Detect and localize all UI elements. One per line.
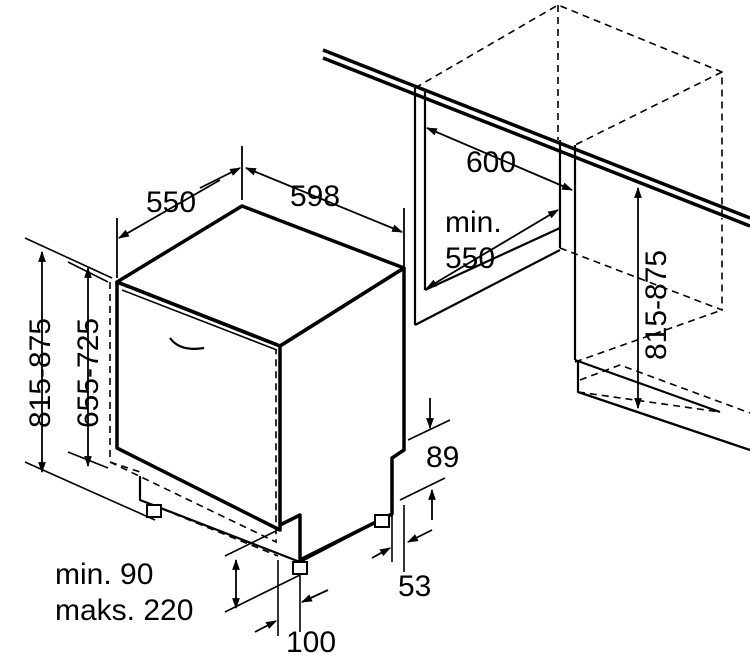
foot-front-right (292, 561, 308, 575)
foot-front-left (146, 504, 162, 518)
height-extension-bottom (24, 461, 156, 521)
label-plinth-depth: 100 (286, 626, 336, 659)
label-total-height: 815-875 (24, 318, 57, 428)
label-width: 598 (290, 180, 340, 213)
label-plinth-height-line2: maks. 220 (55, 594, 193, 627)
toe-kick-step (391, 449, 405, 459)
label-toe-kick-depth: 53 (398, 570, 431, 603)
niche-floor-dashed (579, 364, 750, 414)
height-extension-top (24, 237, 113, 279)
plinth-depth-arrow-left (254, 620, 277, 633)
label-toe-kick-height: 89 (426, 441, 459, 474)
dishwasher (109, 204, 406, 575)
niche-depth-dimension-line (426, 209, 559, 289)
label-niche-depth-value: 550 (445, 242, 495, 275)
depth-dimension-line-2 (199, 167, 241, 189)
toe-kick-extension-top (407, 419, 451, 441)
niche-right-base (576, 360, 750, 452)
label-niche-width: 600 (466, 146, 516, 179)
kitchen-niche (322, 4, 750, 452)
plinth (138, 476, 301, 564)
depth-dimension-line (118, 179, 221, 239)
toe-kick-depth-arrow-left (371, 547, 391, 559)
plinth-depth-arrow-right (301, 589, 329, 603)
dishwasher-front (115, 280, 282, 532)
label-niche-height: 815-875 (640, 250, 673, 360)
floor-line (577, 390, 750, 452)
dimension-labels: 550 598 600 min. 550 815-875 815-875 655… (24, 146, 673, 659)
label-appliance-height: 655-725 (72, 318, 105, 428)
dishwasher-top (115, 204, 406, 348)
foot-rear-right (374, 514, 390, 528)
countertop-edge-lower (322, 56, 750, 228)
plinth-extension-top (224, 529, 279, 557)
door-handle (169, 337, 205, 350)
toe-kick-depth-arrow-right (407, 529, 433, 543)
label-depth: 550 (146, 186, 196, 219)
label-plinth-height-line1: min. 90 (55, 558, 153, 591)
toe-kick-extension-bottom (399, 477, 446, 501)
door-panel-dashed (109, 282, 279, 557)
niche-width-dimension-line (425, 127, 574, 191)
front-inner-line (121, 289, 278, 351)
dimension-lines (24, 127, 642, 636)
upper-cabinet-dashed (414, 4, 723, 413)
width-dimension-line (244, 167, 404, 233)
niche-right-base-top (574, 358, 721, 414)
countertop-edge (322, 48, 750, 220)
label-niche-depth-min: min. (445, 206, 502, 239)
